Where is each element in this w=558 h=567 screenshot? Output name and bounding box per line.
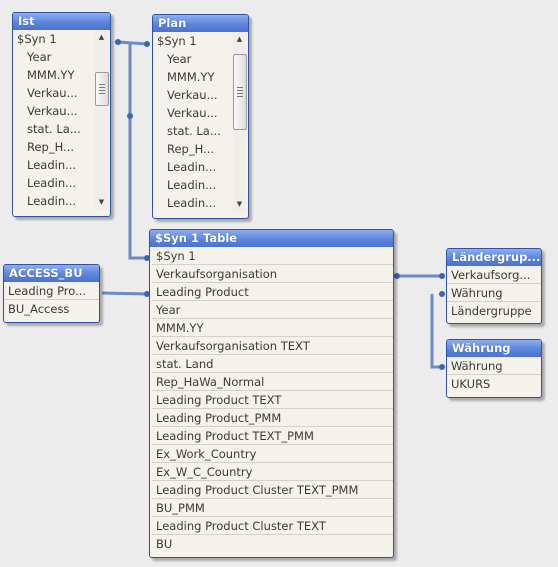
- field-item[interactable]: stat. Land: [152, 355, 393, 373]
- field-item[interactable]: Year: [27, 50, 52, 64]
- field-item[interactable]: Rep_H...: [167, 142, 215, 156]
- link-dot: [439, 364, 445, 370]
- field-item[interactable]: Leadin...: [167, 160, 217, 174]
- field-item[interactable]: Year: [167, 52, 192, 66]
- field-item[interactable]: Verkau...: [27, 104, 78, 118]
- table-title-access-bu[interactable]: ACCESS_BU: [4, 265, 99, 282]
- link-dot: [394, 273, 400, 279]
- field-item[interactable]: Verkaufsorganisation: [152, 265, 393, 283]
- scroll-up-arrow-icon[interactable]: ▲: [236, 35, 243, 43]
- scroll-down-arrow-icon[interactable]: ▼: [236, 200, 243, 208]
- field-item[interactable]: Leadin...: [167, 196, 217, 210]
- field-item[interactable]: Rep_HaWa_Normal: [152, 373, 393, 391]
- link-dot: [115, 39, 121, 45]
- field-item[interactable]: Leading Product Cluster TEXT_PMM: [152, 481, 393, 499]
- field-item[interactable]: Rep_H...: [27, 140, 75, 154]
- link-plan-syn: [128, 42, 147, 260]
- scroll-thumb[interactable]: [95, 72, 109, 106]
- field-item[interactable]: Ex_Work_Country: [152, 445, 393, 463]
- field-item[interactable]: Ländergruppe: [451, 304, 532, 318]
- field-item[interactable]: $Syn 1: [157, 34, 197, 48]
- field-item[interactable]: Leadin...: [27, 176, 77, 190]
- scroll-down-arrow-icon[interactable]: ▼: [98, 198, 105, 206]
- field-list-laendergruppe: Verkaufsorg... Währung Ländergruppe: [447, 266, 541, 319]
- link-dot: [127, 113, 133, 119]
- field-item[interactable]: Leading Product_PMM: [152, 409, 393, 427]
- scrollbar-plan[interactable]: ▲ ▼: [233, 32, 247, 212]
- field-item[interactable]: BU_Access: [8, 302, 70, 316]
- field-item[interactable]: Verkau...: [27, 86, 78, 100]
- field-item[interactable]: UKURS: [451, 377, 491, 391]
- field-item[interactable]: Year: [152, 301, 393, 319]
- field-list-syn-1-table: $Syn 1 Verkaufsorganisation Leading Prod…: [150, 247, 393, 552]
- field-item[interactable]: Leading Product Cluster TEXT: [152, 517, 393, 535]
- link-dot: [439, 273, 445, 279]
- field-item[interactable]: BU_PMM: [152, 499, 393, 517]
- scrollbar-ist[interactable]: ▲ ▼: [95, 30, 109, 210]
- table-title-syn-1-table[interactable]: $Syn 1 Table: [150, 230, 393, 247]
- field-item[interactable]: Leading Product: [152, 283, 393, 301]
- field-item[interactable]: Leadin...: [27, 194, 77, 208]
- table-box-access-bu[interactable]: ACCESS_BU Leading Pro... BU_Access: [3, 264, 100, 323]
- link-laender-waehrung: [430, 294, 444, 369]
- table-title-ist[interactable]: Ist: [13, 13, 110, 30]
- table-box-plan[interactable]: Plan $Syn 1 Year MMM.YY Verkau... Verkau…: [152, 14, 249, 219]
- field-item[interactable]: stat. La...: [167, 124, 221, 138]
- field-item[interactable]: $Syn 1: [17, 32, 57, 46]
- field-item[interactable]: $Syn 1: [152, 247, 393, 265]
- link-ist-plan: [117, 40, 148, 46]
- link-dot: [144, 41, 150, 47]
- field-item[interactable]: Währung: [447, 284, 541, 302]
- scroll-thumb[interactable]: [233, 54, 247, 130]
- field-item[interactable]: Leading Pro...: [4, 282, 99, 300]
- link-access-syn: [101, 291, 148, 296]
- table-box-laendergruppe[interactable]: Ländergrup... Verkaufsorg... Währung Län…: [446, 248, 542, 324]
- field-item[interactable]: Verkau...: [167, 88, 218, 102]
- field-item[interactable]: Ex_W_C_Country: [152, 463, 393, 481]
- table-title-laendergruppe[interactable]: Ländergrup...: [447, 249, 541, 266]
- field-item[interactable]: MMM.YY: [152, 319, 393, 337]
- table-title-waehrung[interactable]: Währung: [447, 340, 541, 357]
- field-item[interactable]: Leadin...: [167, 178, 217, 192]
- table-title-plan[interactable]: Plan: [153, 15, 248, 32]
- field-item[interactable]: Verkaufsorganisation TEXT: [152, 337, 393, 355]
- link-dot: [439, 291, 445, 297]
- field-list-access-bu: Leading Pro... BU_Access: [4, 282, 99, 317]
- field-item[interactable]: Leading Product TEXT: [152, 391, 393, 409]
- field-item[interactable]: BU: [156, 537, 173, 551]
- field-list-waehrung: Währung UKURS: [447, 357, 541, 392]
- field-item[interactable]: Leadin...: [27, 158, 77, 172]
- table-box-waehrung[interactable]: Währung Währung UKURS: [446, 339, 542, 398]
- field-item[interactable]: Leading Product TEXT_PMM: [152, 427, 393, 445]
- field-item[interactable]: MMM.YY: [167, 70, 215, 84]
- table-box-syn-1-table[interactable]: $Syn 1 Table $Syn 1 Verkaufsorganisation…: [149, 229, 394, 558]
- field-item[interactable]: Währung: [447, 357, 541, 375]
- field-item[interactable]: Verkau...: [167, 106, 218, 120]
- table-box-ist[interactable]: Ist $Syn 1 Year MMM.YY Verkau... Verkau.…: [12, 12, 111, 217]
- field-item[interactable]: MMM.YY: [27, 68, 75, 82]
- field-item[interactable]: Verkaufsorg...: [447, 266, 541, 284]
- field-list-ist: $Syn 1 Year MMM.YY Verkau... Verkau... s…: [13, 30, 110, 210]
- field-item[interactable]: stat. La...: [27, 122, 81, 136]
- scroll-up-arrow-icon[interactable]: ▲: [98, 33, 105, 41]
- field-list-plan: $Syn 1 Year MMM.YY Verkau... Verkau... s…: [153, 32, 248, 212]
